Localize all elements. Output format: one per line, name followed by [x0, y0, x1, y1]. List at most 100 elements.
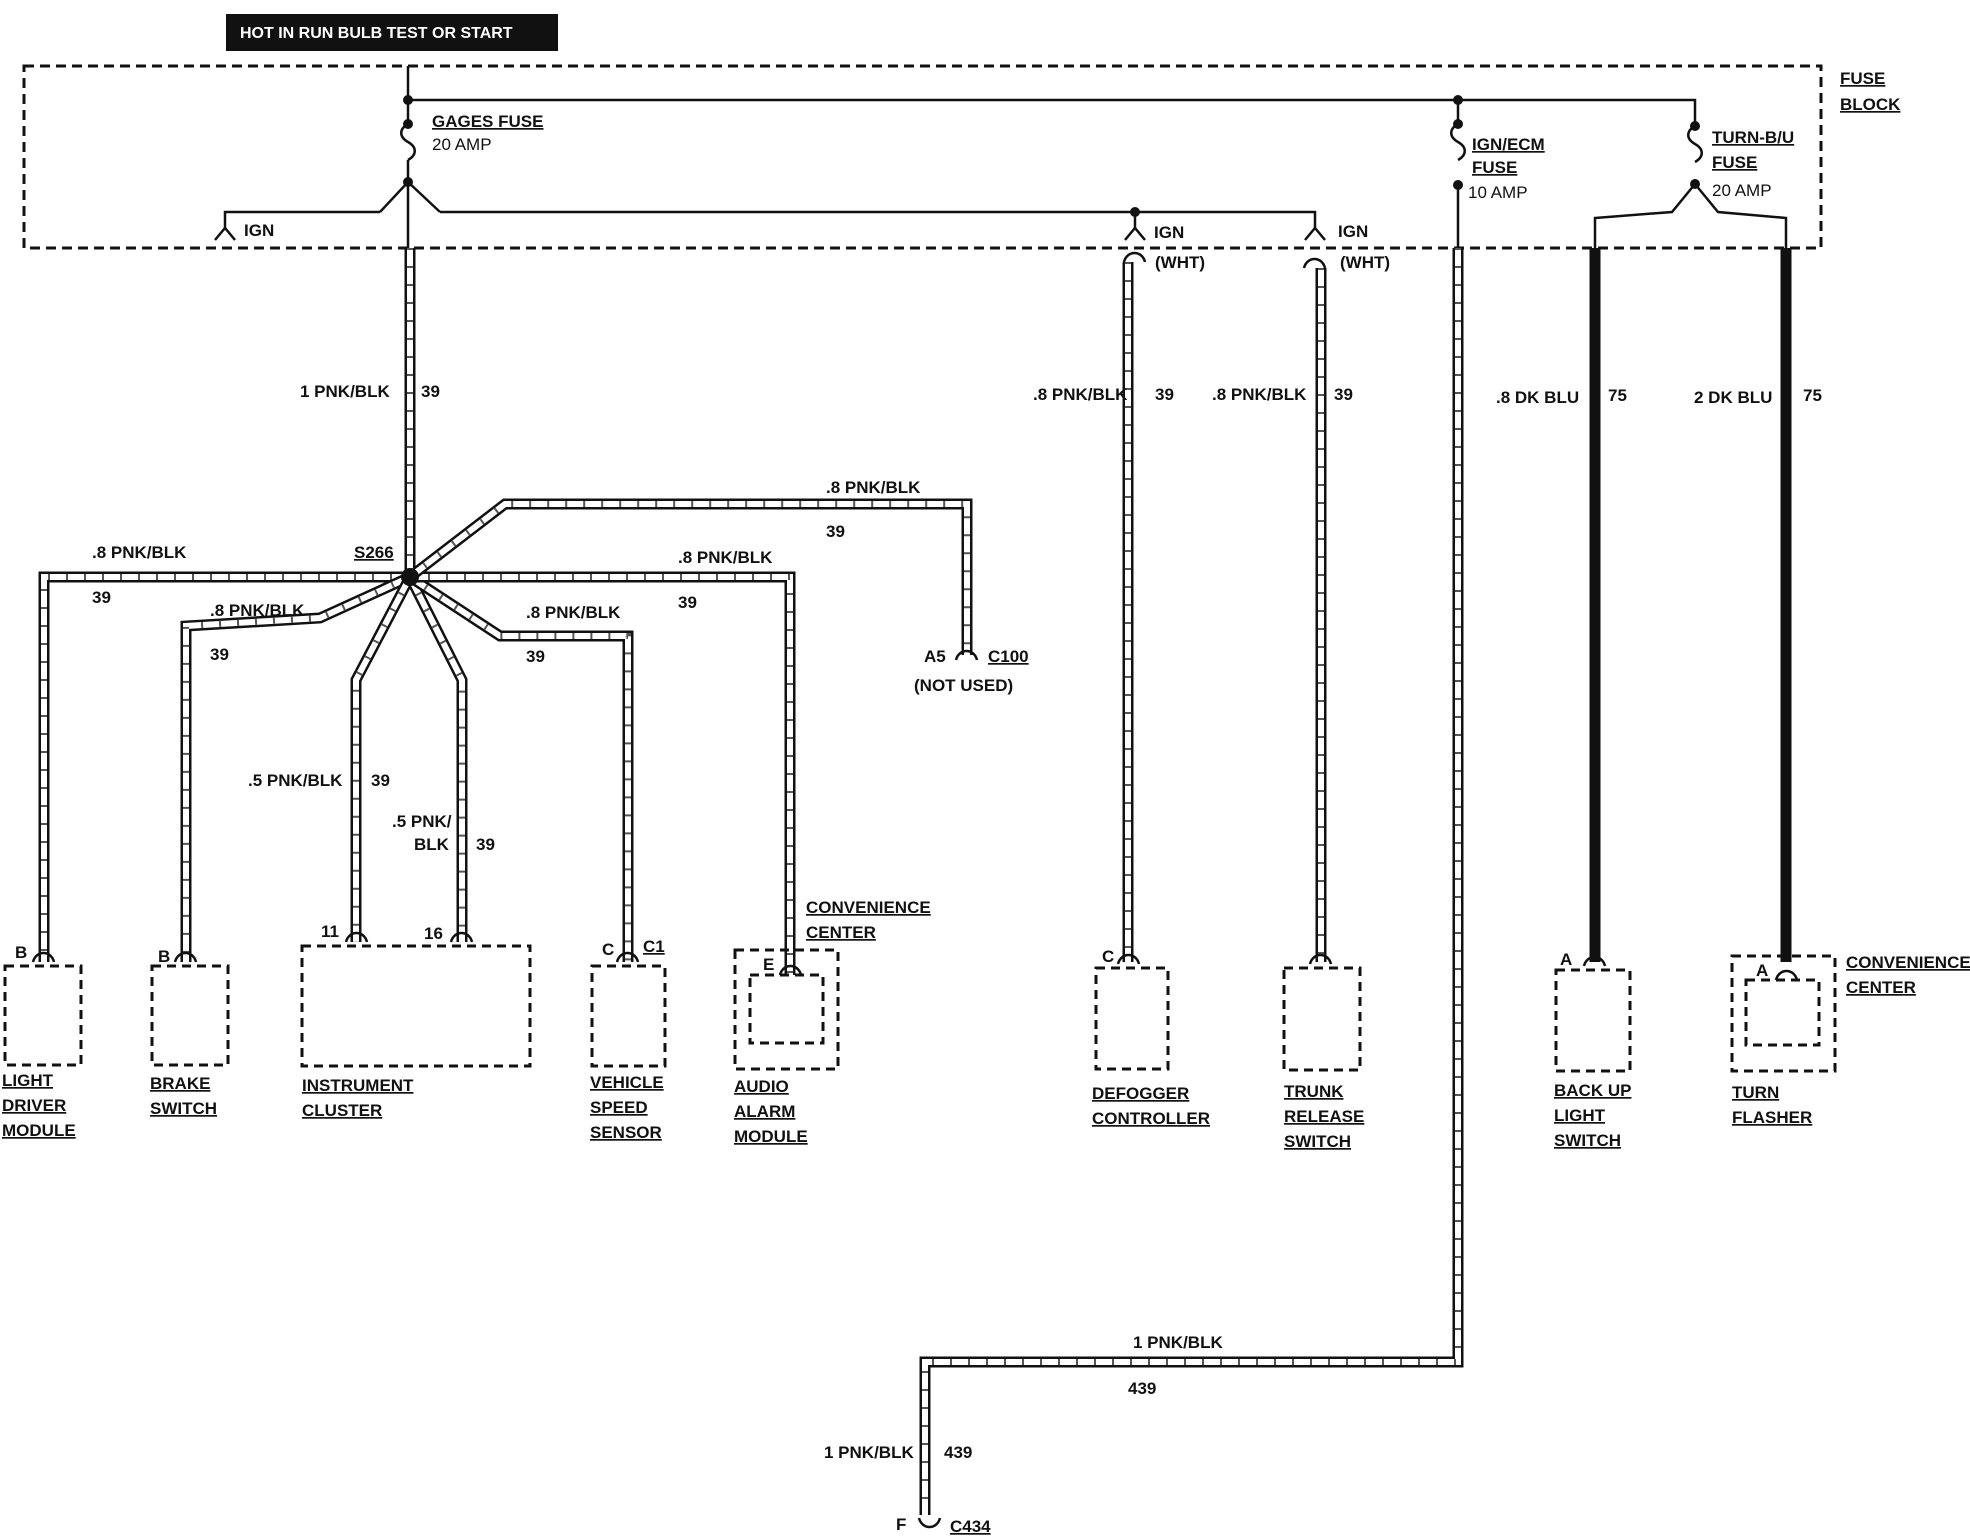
label-defog-circuit: 39	[1155, 385, 1174, 404]
light-driver-name-1: LIGHT	[2, 1071, 54, 1090]
audio-conv-2: CENTER	[806, 923, 876, 942]
label-light-circuit: 39	[92, 588, 111, 607]
audio-conv-1: CONVENIENCE	[806, 898, 931, 917]
c100-note: (NOT USED)	[914, 676, 1013, 695]
label-trunk-gauge: .8 PNK/BLK	[1212, 385, 1307, 404]
turn-bu-fuse-name-1: TURN-B/U	[1712, 128, 1794, 147]
wire-ign-ecm-w-out	[919, 248, 1464, 1515]
backup-box	[1554, 968, 1632, 1073]
audio-conv-center-box	[733, 948, 840, 1071]
light-driver-name-2: DRIVER	[2, 1096, 66, 1115]
label-audio-circuit: 39	[678, 593, 697, 612]
label-main-feed-circuit: 39	[421, 382, 440, 401]
label-c100-circuit: 39	[826, 522, 845, 541]
label-c100-gauge: .8 PNK/BLK	[826, 478, 921, 497]
wire-c100-w-in	[408, 501, 970, 655]
vss-box	[590, 964, 667, 1068]
label-light-gauge: .8 PNK/BLK	[92, 543, 187, 562]
wire-cluster-16-w-in	[407, 575, 465, 942]
fuse-bus	[214, 66, 1788, 248]
label-vss-circuit: 39	[526, 647, 545, 666]
light-driver-terminal	[31, 951, 56, 963]
c434-terminal	[917, 1517, 942, 1529]
flasher-terminal	[1774, 969, 1799, 981]
flasher-conv-1: CONVENIENCE	[1846, 953, 1970, 972]
defogger-terminal	[1116, 953, 1141, 965]
turn-bu-fuse-name-2: FUSE	[1712, 153, 1757, 172]
header-box	[226, 14, 558, 51]
backup-name-2: LIGHT	[1554, 1106, 1606, 1125]
vss-conn: C1	[643, 937, 665, 956]
label-flasher-circuit: 75	[1803, 386, 1822, 405]
wire-light-driver-w-in	[41, 574, 410, 962]
splice-s266-dot	[401, 568, 419, 586]
wire-cluster-11-w-in	[353, 575, 413, 942]
c100-pin: A5	[924, 647, 946, 666]
wire-ign-ecm-w-in	[922, 248, 1461, 1515]
fuse-block-label-1: FUSE	[1840, 69, 1885, 88]
audio-terminal	[778, 964, 803, 976]
flasher-conv-center-box	[1730, 954, 1837, 1073]
splice-s266-label: S266	[354, 543, 394, 562]
vss-terminal	[615, 951, 640, 963]
label-main-feed-gauge: 1 PNK/BLK	[300, 382, 390, 401]
header-title: HOT IN RUN BULB TEST OR START	[240, 25, 513, 42]
label-ecm-h-circuit: 439	[1128, 1379, 1156, 1398]
fuse-block-label-2: BLOCK	[1840, 95, 1901, 114]
brake-pin: B	[158, 947, 170, 966]
flasher-box	[1744, 978, 1821, 1047]
audio-name-3: MODULE	[734, 1127, 808, 1146]
cluster-terminal-16	[449, 931, 474, 943]
label-cl16-gauge-1: .5 PNK/	[392, 812, 452, 831]
backup-pin: A	[1560, 950, 1572, 969]
ign-ecm-fuse-rating: 10 AMP	[1468, 183, 1528, 202]
label-ecm-v-gauge: 1 PNK/BLK	[824, 1443, 914, 1462]
label-brake-gauge: .8 PNK/BLK	[210, 601, 305, 620]
trunk-name-3: SWITCH	[1284, 1132, 1351, 1151]
trunk-top-terminal	[1302, 257, 1327, 269]
trunk-name-2: RELEASE	[1284, 1107, 1364, 1126]
turn-bu-fuse-rating: 20 AMP	[1712, 181, 1772, 200]
cluster-name-2: CLUSTER	[302, 1101, 382, 1120]
c100-name: C100	[988, 647, 1029, 666]
audio-name-2: ALARM	[734, 1102, 795, 1121]
c100-terminal	[954, 649, 979, 661]
label-backup-gauge: .8 DK BLU	[1496, 388, 1579, 407]
gages-fuse-name: GAGES FUSE	[432, 112, 543, 131]
light-driver-name-3: MODULE	[2, 1121, 76, 1140]
gages-fuse-rating: 20 AMP	[432, 135, 492, 154]
instrument-cluster-box	[300, 944, 532, 1068]
cluster-terminal-11	[344, 931, 369, 943]
defogger-pin: C	[1102, 947, 1114, 966]
flasher-name-1: TURN	[1732, 1083, 1779, 1102]
defogger-box	[1094, 966, 1170, 1071]
vss-pin: C	[602, 940, 614, 959]
label-trunk-circuit: 39	[1334, 385, 1353, 404]
audio-module-box	[748, 973, 825, 1045]
flasher-conv-2: CENTER	[1846, 978, 1916, 997]
wht-label-mid: (WHT)	[1155, 253, 1205, 272]
label-cl11-circuit: 39	[371, 771, 390, 790]
wire-vss-w-in	[408, 574, 631, 962]
audio-name-1: AUDIO	[734, 1077, 789, 1096]
label-backup-circuit: 75	[1608, 386, 1627, 405]
vss-name-1: VEHICLE	[590, 1073, 664, 1092]
trunk-terminal	[1308, 953, 1333, 965]
ign-ecm-fuse-name-2: FUSE	[1472, 158, 1517, 177]
flasher-name-2: FLASHER	[1732, 1108, 1812, 1127]
label-cl16-circuit: 39	[476, 835, 495, 854]
wht-label-right: (WHT)	[1340, 253, 1390, 272]
backup-name-1: BACK UP	[1554, 1081, 1631, 1100]
defogger-name-1: DEFOGGER	[1092, 1084, 1189, 1103]
fuse-block-outline	[22, 64, 1823, 250]
vss-name-2: SPEED	[590, 1098, 648, 1117]
ign-label-right: IGN	[1338, 222, 1368, 241]
vss-name-3: SENSOR	[590, 1123, 662, 1142]
label-vss-gauge: .8 PNK/BLK	[526, 603, 621, 622]
wire-group	[38, 248, 1464, 1515]
ign-label-mid: IGN	[1154, 223, 1184, 242]
label-cl11-gauge: .5 PNK/BLK	[248, 771, 343, 790]
light-driver-pin: B	[15, 943, 27, 962]
brake-switch-box	[150, 964, 230, 1067]
